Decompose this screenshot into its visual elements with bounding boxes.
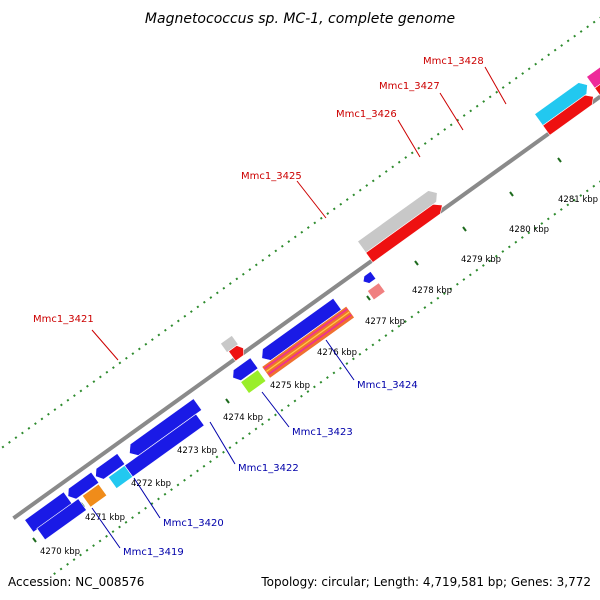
gene-arrow-gray <box>357 190 438 254</box>
tick-label: 4279 kbp <box>461 255 501 265</box>
gene-arrow-cyan <box>534 82 588 126</box>
gene-arrow-blue <box>67 471 100 500</box>
backbone-ring <box>12 49 600 520</box>
tick-label: 4275 kbp <box>270 381 310 391</box>
gene-label-mmc1-3423: Mmc1_3423 <box>292 427 353 438</box>
tick-label: 4281 kbp <box>558 195 598 205</box>
gene-label-mmc1-3424: Mmc1_3424 <box>357 380 418 391</box>
gene-arrow-lime <box>240 369 267 394</box>
major-tick <box>366 295 371 301</box>
major-tick <box>462 226 467 232</box>
leader-line <box>91 507 121 549</box>
leader-line <box>261 391 290 428</box>
forward-gene-labels: Mmc1_3421 Mmc1_3425 Mmc1_3426 Mmc1_3427 … <box>33 56 507 361</box>
tick-label: 4278 kbp <box>412 286 452 296</box>
tick-label: 4272 kbp <box>131 479 171 489</box>
gene-arrow-pink <box>366 282 386 301</box>
gene-arrow-blue <box>36 498 87 541</box>
tick-label: 4280 kbp <box>509 225 549 235</box>
gene-label-mmc1-3419: Mmc1_3419 <box>123 547 184 558</box>
tick-label: 4277 kbp <box>365 317 405 327</box>
gene-label-mmc1-3428: Mmc1_3428 <box>423 56 484 67</box>
gene-arrow-blue <box>362 271 377 284</box>
gene-arrow-blue <box>232 357 259 381</box>
gene-features <box>24 48 600 541</box>
leader-line <box>91 329 119 361</box>
gene-arrow-blue <box>124 413 205 478</box>
gene-label-mmc1-3425: Mmc1_3425 <box>241 171 302 182</box>
major-tick <box>32 537 37 543</box>
gene-arrow-red-small <box>228 345 244 362</box>
leader-line <box>325 339 355 381</box>
tick-labels: 4270 kbp 4271 kbp 4272 kbp 4273 kbp 4274… <box>40 195 598 557</box>
major-tick <box>509 191 514 197</box>
accession-label: Accession: NC_008576 <box>8 575 144 589</box>
leader-line <box>397 119 421 158</box>
leader-line <box>209 421 236 465</box>
gene-label-mmc1-3420: Mmc1_3420 <box>163 518 224 529</box>
reverse-gene-labels: Mmc1_3419 Mmc1_3420 Mmc1_3422 Mmc1_3423 … <box>91 339 418 558</box>
tick-label: 4276 kbp <box>317 348 357 358</box>
gene-label-mmc1-3426: Mmc1_3426 <box>336 109 397 120</box>
leader-line <box>439 92 464 131</box>
topology-label: Topology: circular; Length: 4,719,581 bp… <box>260 575 591 589</box>
gene-arrow-blue <box>95 453 126 480</box>
gene-arrow-orange <box>81 483 108 508</box>
major-tick <box>414 260 419 266</box>
leader-line <box>133 477 161 519</box>
major-tick <box>225 398 230 404</box>
major-tick <box>557 157 562 163</box>
gene-label-mmc1-3427: Mmc1_3427 <box>379 81 440 92</box>
tick-label: 4270 kbp <box>40 547 80 557</box>
map-title: Magnetococcus sp. MC-1, complete genome <box>145 11 455 27</box>
tick-label: 4271 kbp <box>85 513 125 523</box>
gene-arrow-magenta <box>586 48 600 89</box>
tick-label: 4274 kbp <box>223 413 263 423</box>
outer-tick-ring <box>0 0 600 468</box>
leader-line <box>296 180 327 219</box>
leader-line <box>484 66 507 105</box>
inner-tick-ring <box>53 106 600 576</box>
tick-label: 4273 kbp <box>177 446 217 456</box>
gene-label-mmc1-3421: Mmc1_3421 <box>33 314 94 325</box>
gene-arrow-red <box>365 203 443 263</box>
gene-arrow-red <box>542 94 594 136</box>
gene-label-mmc1-3422: Mmc1_3422 <box>238 463 299 474</box>
